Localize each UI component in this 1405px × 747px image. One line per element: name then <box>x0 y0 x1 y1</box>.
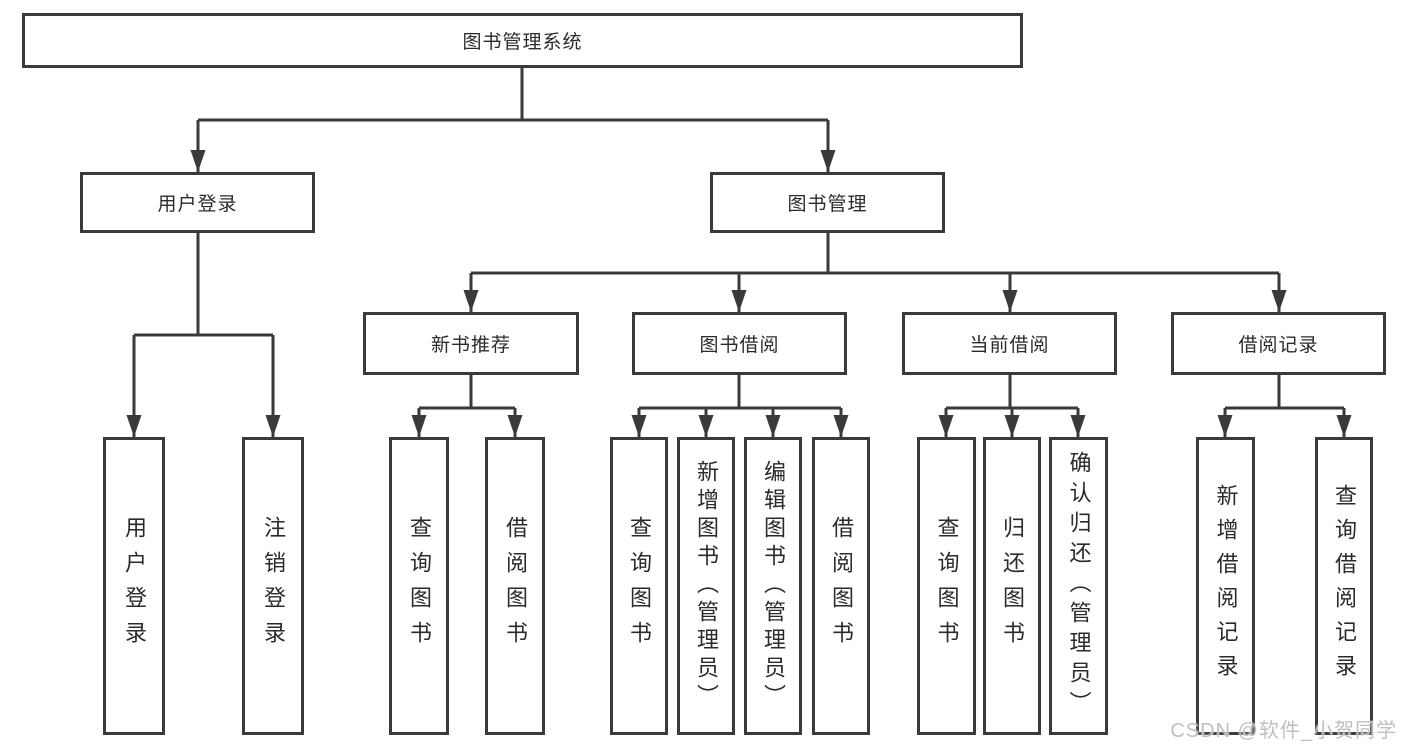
leaf-borrow-books-recommend-label: 借阅图书 <box>503 516 528 656</box>
node-user-login-label: 用户登录 <box>157 194 238 215</box>
leaf-user-login-label: 用户登录 <box>122 516 147 656</box>
leaf-edit-books-admin: 编辑图书（管理员） <box>744 437 802 735</box>
leaf-query-books-borrow: 查询图书 <box>610 437 668 735</box>
leaf-edit-books-admin-label: 编辑图书（管理员） <box>761 460 786 712</box>
leaf-logout: 注销登录 <box>242 437 304 735</box>
leaf-confirm-return-admin-label: 确认归还（管理员） <box>1066 451 1092 721</box>
leaf-return-books: 归还图书 <box>983 437 1041 735</box>
leaf-logout-label: 注销登录 <box>261 516 286 656</box>
leaf-add-borrow-record-label: 新增借阅记录 <box>1213 484 1239 688</box>
node-root-label: 图书管理系统 <box>462 32 583 53</box>
leaf-query-borrow-record: 查询借阅记录 <box>1315 437 1373 735</box>
leaf-add-books-admin: 新增图书（管理员） <box>677 437 735 735</box>
leaf-user-login: 用户登录 <box>103 437 165 735</box>
node-book-borrow: 图书借阅 <box>632 312 847 375</box>
leaf-query-books-current: 查询图书 <box>917 437 976 735</box>
leaf-query-books-recommend-label: 查询图书 <box>407 516 432 656</box>
node-user-login: 用户登录 <box>80 172 315 233</box>
leaf-return-books-label: 归还图书 <box>1000 516 1025 656</box>
leaf-query-books-borrow-label: 查询图书 <box>627 516 652 656</box>
csdn-watermark: CSDN @软件_小贺同学 <box>1170 720 1397 742</box>
leaf-query-borrow-record-label: 查询借阅记录 <box>1332 484 1357 688</box>
leaf-borrow-books-label: 借阅图书 <box>829 516 854 656</box>
connector-trunks <box>134 68 1344 410</box>
node-borrow-records: 借阅记录 <box>1171 312 1386 375</box>
node-current-borrow: 当前借阅 <box>902 312 1117 375</box>
connector-arrows <box>126 120 1352 437</box>
node-root-system: 图书管理系统 <box>22 13 1023 68</box>
leaf-confirm-return-admin: 确认归还（管理员） <box>1049 437 1108 735</box>
leaf-borrow-books: 借阅图书 <box>812 437 870 735</box>
node-new-book-recommend-label: 新书推荐 <box>430 335 511 356</box>
leaf-add-borrow-record: 新增借阅记录 <box>1196 437 1255 735</box>
node-book-management-label: 图书管理 <box>787 194 868 215</box>
leaf-query-books-current-label: 查询图书 <box>934 516 960 656</box>
leaf-query-books-recommend: 查询图书 <box>389 437 449 735</box>
node-new-book-recommend: 新书推荐 <box>363 312 579 375</box>
node-book-borrow-label: 图书借阅 <box>699 335 780 356</box>
leaf-add-books-admin-label: 新增图书（管理员） <box>694 460 719 712</box>
node-borrow-records-label: 借阅记录 <box>1238 335 1319 356</box>
node-current-borrow-label: 当前借阅 <box>969 335 1050 356</box>
node-book-management: 图书管理 <box>710 172 945 233</box>
leaf-borrow-books-recommend: 借阅图书 <box>485 437 545 735</box>
